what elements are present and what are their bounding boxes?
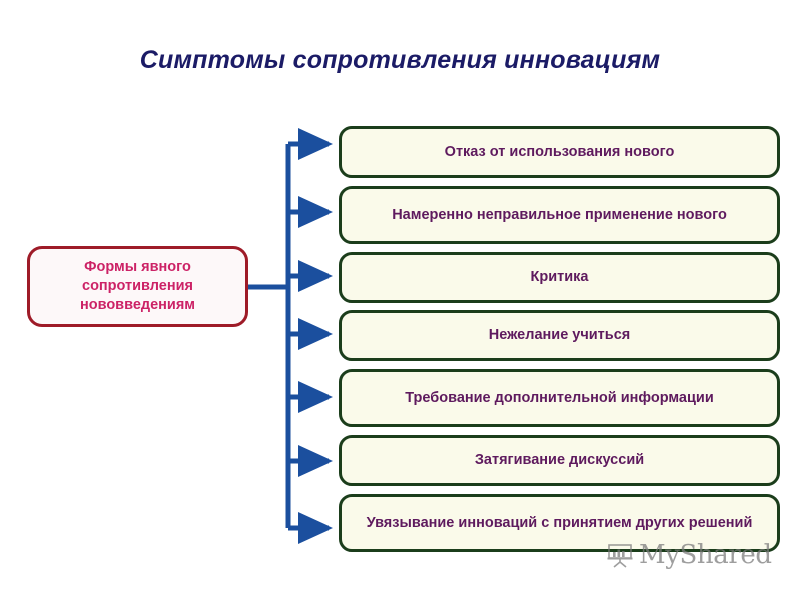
watermark-label: MyShared xyxy=(639,540,772,570)
item-box-6-label: Затягивание дискуссий xyxy=(474,452,645,469)
item-box-7-label: Увязывание инноваций с принятием других … xyxy=(366,514,753,531)
item-box-4: Нежелание учиться xyxy=(339,310,780,361)
item-box-2: Намеренно неправильное применение нового xyxy=(339,186,780,244)
source-node-label: Формы явного сопротивления нововведениям xyxy=(79,258,196,314)
item-box-5: Требование дополнительной информации xyxy=(339,369,780,427)
presentation-chart-icon xyxy=(607,544,633,568)
item-box-1-label: Отказ от использования нового xyxy=(444,143,675,160)
item-box-3: Критика xyxy=(339,252,780,303)
item-box-6: Затягивание дискуссий xyxy=(339,435,780,486)
item-box-2-label: Намеренно неправильное применение нового xyxy=(392,206,727,223)
item-box-5-label: Требование дополнительной информации xyxy=(405,389,714,406)
item-box-4-label: Нежелание учиться xyxy=(488,327,631,344)
watermark: MyShared xyxy=(606,540,772,570)
page-title: Симптомы сопротивления инновациям xyxy=(139,46,661,74)
item-box-3-label: Критика xyxy=(530,269,589,286)
source-node-explicit-resistance-forms: Формы явного сопротивления нововведениям xyxy=(27,246,248,327)
item-box-1: Отказ от использования нового xyxy=(339,126,780,178)
item-box-7: Увязывание инноваций с принятием других … xyxy=(339,494,780,552)
